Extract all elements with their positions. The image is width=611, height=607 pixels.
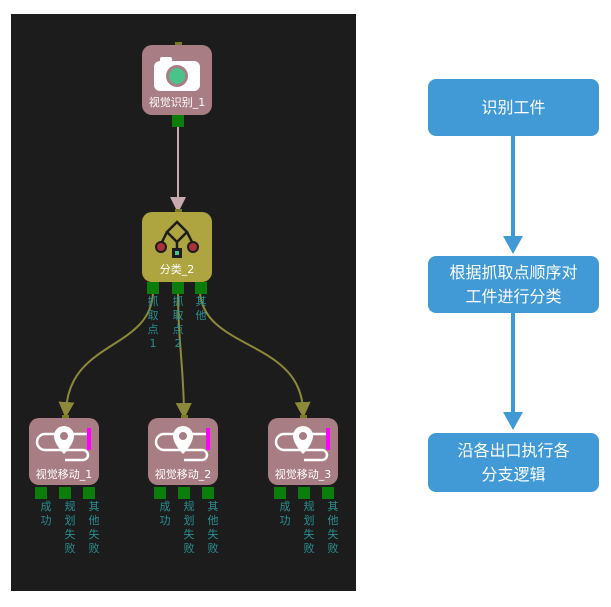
classify-port-label-2: 抓取点2: [172, 295, 184, 350]
move2-output-port-3[interactable]: [202, 487, 214, 499]
path-pin-icon: [35, 426, 91, 462]
classify-node-label: 分类_2: [159, 263, 195, 276]
move3-port-label-3: 其他失败: [327, 500, 339, 555]
move3-output-port-2[interactable]: [298, 487, 310, 499]
move3-node-label: 视觉移动_3: [274, 468, 332, 481]
flow-step-1: 识别工件: [428, 79, 599, 136]
flow-step-3: 沿各出口执行各 分支逻辑: [428, 433, 599, 492]
move2-port-label-2: 规划失败: [183, 500, 195, 555]
move2-output-port-2[interactable]: [178, 487, 190, 499]
flow-step-3-line-2: 分支逻辑: [481, 464, 546, 484]
move1-port-label-3: 其他失败: [88, 500, 100, 555]
move1-output-port-3[interactable]: [83, 487, 95, 499]
move1-port-label-2: 规划失败: [64, 500, 76, 555]
classify-output-port-3[interactable]: [195, 282, 207, 294]
move1-port-label-1: 成功: [40, 500, 52, 527]
move2-node-label: 视觉移动_2: [154, 468, 212, 481]
flow-step-1-line-1: 识别工件: [481, 97, 546, 117]
move1-node-label: 视觉移动_1: [35, 468, 93, 481]
move3-node[interactable]: 视觉移动_3: [268, 418, 338, 485]
flow-step-2-line-2: 工件进行分类: [465, 286, 562, 306]
move3-port-label-1: 成功: [279, 500, 291, 527]
classify-output-port-1[interactable]: [147, 282, 159, 294]
flow-arrowhead-1: [503, 236, 523, 254]
move2-node[interactable]: 视觉移动_2: [148, 418, 218, 485]
flow-step-2-line-1: 根据抓取点顺序对: [449, 262, 578, 282]
classify-output-port-2[interactable]: [172, 282, 184, 294]
camera-icon: [154, 57, 200, 91]
camera-node-label: 视觉识别_1: [148, 96, 206, 109]
move3-output-port-1[interactable]: [274, 487, 286, 499]
move3-output-port-3[interactable]: [322, 487, 334, 499]
classify-node[interactable]: 分类_2: [142, 212, 212, 282]
flow-arrowhead-2: [503, 412, 523, 430]
move2-port-label-3: 其他失败: [207, 500, 219, 555]
path-pin-icon: [274, 426, 330, 462]
move2-port-label-1: 成功: [159, 500, 171, 527]
move2-output-port-1[interactable]: [154, 487, 166, 499]
path-pin-icon: [154, 426, 210, 462]
move3-port-label-2: 规划失败: [303, 500, 315, 555]
move1-node[interactable]: 视觉移动_1: [29, 418, 99, 485]
camera-node[interactable]: 视觉识别_1: [142, 45, 212, 115]
camera-output-port[interactable]: [172, 115, 184, 127]
move1-output-port-2[interactable]: [59, 487, 71, 499]
flow-step-3-line-1: 沿各出口执行各: [457, 440, 570, 460]
branch-icon: [155, 220, 199, 258]
classify-port-label-3: 其他: [195, 295, 207, 322]
classify-port-label-1: 抓取点1: [147, 295, 159, 350]
flow-step-2: 根据抓取点顺序对 工件进行分类: [428, 256, 599, 313]
move1-output-port-1[interactable]: [35, 487, 47, 499]
